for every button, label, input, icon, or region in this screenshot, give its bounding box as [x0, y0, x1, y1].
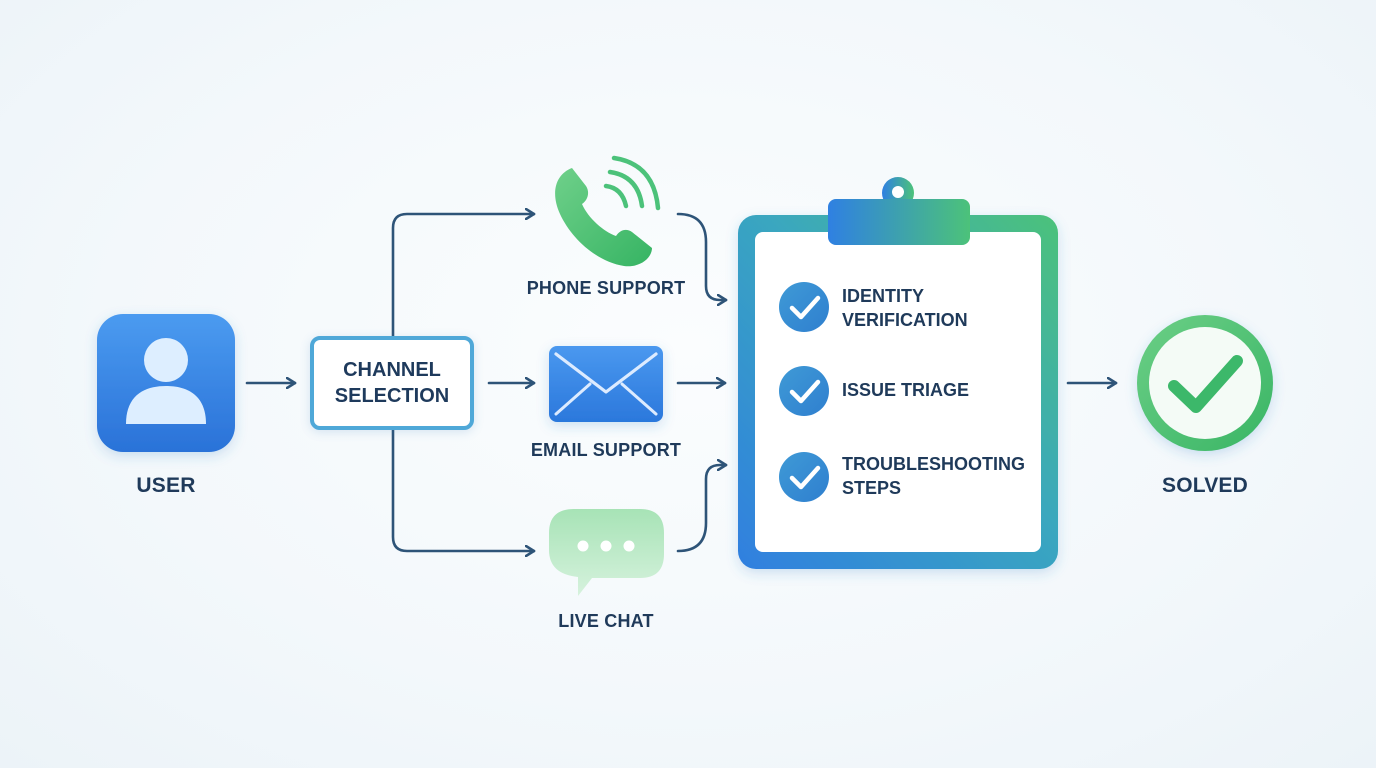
checklist-item-identity-verification: IDENTITY VERIFICATION: [842, 284, 968, 332]
email-support-label: EMAIL SUPPORT: [530, 440, 682, 460]
checklist-item-line: IDENTITY: [842, 286, 925, 306]
user-label: USER: [136, 474, 196, 497]
chat-bubble-icon: [549, 509, 664, 596]
user-avatar-icon: [97, 314, 235, 452]
checklist-item-line: TROUBLESHOOTING: [842, 454, 1025, 474]
arrow-channel-to-phone: [391, 214, 536, 338]
channel-selection-box: CHANNEL SELECTION: [310, 336, 474, 430]
arrow-channel-to-chat: [391, 428, 536, 551]
checklist-item-line: STEPS: [842, 478, 902, 498]
envelope-icon: [549, 346, 663, 422]
checklist-item-line: VERIFICATION: [842, 310, 968, 330]
phone-support-label: PHONE SUPPORT: [526, 278, 686, 298]
live-chat-label: LIVE CHAT: [558, 611, 654, 631]
check-circle-icon: [779, 452, 829, 502]
checklist-item-line: ISSUE TRIAGE: [842, 380, 970, 400]
solved-check-icon: [1137, 315, 1273, 451]
checklist-item-issue-triage: ISSUE TRIAGE: [842, 378, 969, 402]
channel-selection-line-2: SELECTION: [334, 385, 450, 407]
solved-label: SOLVED: [1162, 474, 1248, 497]
channel-selection-line-1: CHANNEL: [343, 359, 441, 381]
checklist-item-troubleshooting-steps: TROUBLESHOOTING STEPS: [842, 452, 1025, 500]
check-circle-icon: [779, 282, 829, 332]
check-circle-icon: [779, 366, 829, 416]
arrow-chat-to-checklist: [676, 465, 728, 553]
phone-icon: [555, 155, 661, 267]
clipboard-icon: [738, 177, 1058, 569]
arrow-phone-to-checklist: [676, 212, 728, 300]
